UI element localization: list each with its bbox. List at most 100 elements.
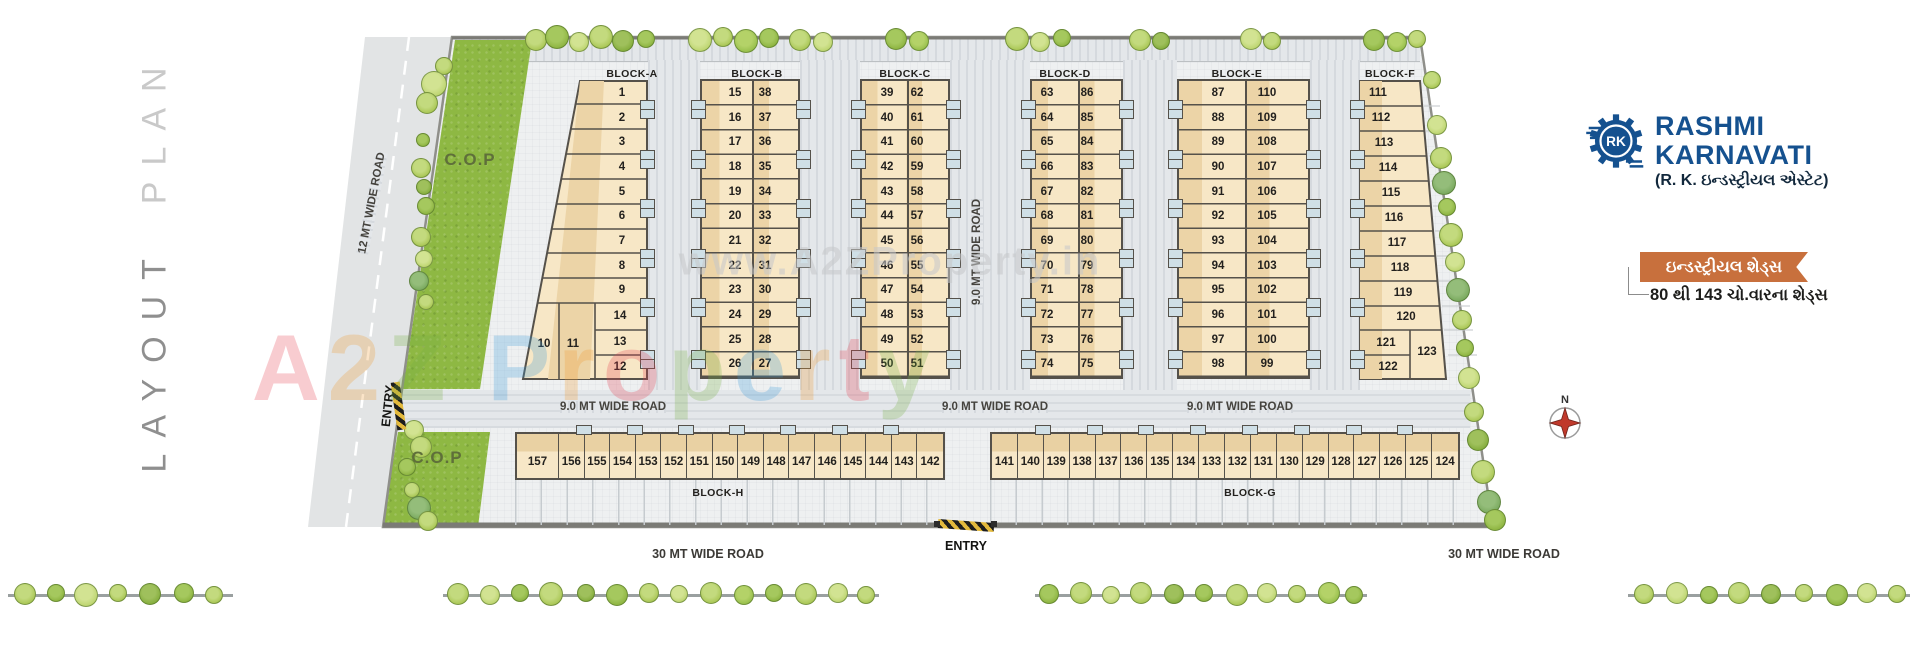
tree-icon bbox=[1164, 584, 1184, 604]
unit-number: 144 bbox=[868, 456, 889, 469]
unit-cell: 124 bbox=[1432, 434, 1459, 478]
block-column-divider bbox=[752, 81, 754, 377]
loading-dock-stub bbox=[1242, 425, 1258, 435]
loading-dock-stub bbox=[1350, 359, 1365, 369]
unit-number: 99 bbox=[1260, 358, 1274, 370]
unit-number: 33 bbox=[758, 210, 772, 222]
unit-number: 113 bbox=[1374, 137, 1394, 149]
tree-icon bbox=[1152, 32, 1170, 50]
unit-number: 129 bbox=[1305, 456, 1325, 469]
unit-number: 35 bbox=[758, 161, 772, 173]
tree-icon bbox=[734, 29, 758, 53]
tree-icon bbox=[416, 92, 438, 114]
tree-icon bbox=[1458, 367, 1480, 389]
unit-number: 86 bbox=[1080, 87, 1094, 99]
loading-dock-stub bbox=[640, 109, 655, 119]
loading-dock-stub bbox=[691, 258, 706, 268]
block-row-dividers bbox=[1179, 81, 1308, 377]
unit-number: 153 bbox=[638, 456, 658, 469]
block-row-dividers bbox=[702, 81, 798, 377]
tree-icon bbox=[416, 179, 432, 195]
unit-number: 76 bbox=[1080, 334, 1094, 346]
unit-number: 78 bbox=[1080, 284, 1094, 296]
tree-icon bbox=[765, 584, 783, 602]
tree-icon bbox=[577, 584, 595, 602]
unit-number: 60 bbox=[910, 136, 924, 148]
unit-number: 142 bbox=[920, 456, 940, 469]
unit-cell: 130 bbox=[1276, 434, 1303, 478]
unit-number: 100 bbox=[1257, 334, 1277, 346]
block-body bbox=[1030, 79, 1123, 379]
tree-icon bbox=[734, 585, 754, 605]
tree-icon bbox=[1005, 27, 1029, 51]
unit-number: 136 bbox=[1124, 456, 1144, 469]
unit-number: 66 bbox=[1040, 161, 1054, 173]
tree-icon bbox=[1226, 584, 1248, 606]
loading-dock-stub bbox=[831, 425, 848, 435]
unit-cell: 133 bbox=[1199, 434, 1226, 478]
north-label: N bbox=[1561, 394, 1569, 406]
lane-d-e bbox=[1123, 60, 1177, 390]
unit-cell: 137 bbox=[1095, 434, 1122, 478]
watermark-letter: t bbox=[838, 315, 878, 420]
loading-dock-stub bbox=[729, 425, 746, 435]
unit-number: 118 bbox=[1390, 262, 1410, 274]
loading-dock-stub bbox=[796, 258, 811, 268]
tree-icon bbox=[795, 583, 817, 605]
watermark-name: A2Z Property bbox=[252, 314, 938, 422]
unit-number: 115 bbox=[1381, 187, 1401, 199]
unit-number: 89 bbox=[1211, 136, 1225, 148]
unit-number: 148 bbox=[766, 456, 786, 469]
unit-number: 138 bbox=[1072, 456, 1092, 469]
unit-number: 72 bbox=[1040, 309, 1054, 321]
unit-number: 141 bbox=[994, 456, 1015, 469]
unit-number: 22 bbox=[728, 260, 742, 272]
watermark-letter: e bbox=[733, 315, 794, 420]
unit-number: 20 bbox=[728, 210, 742, 222]
unit-cell: 152 bbox=[661, 434, 687, 478]
tree-icon bbox=[1857, 583, 1877, 603]
unit-number: 56 bbox=[910, 235, 924, 247]
loading-dock-stub bbox=[1021, 359, 1036, 369]
tree-icon bbox=[418, 294, 434, 310]
tree-icon bbox=[637, 30, 655, 48]
unit-cell: 156 bbox=[559, 434, 585, 478]
loading-dock-stub bbox=[1086, 425, 1103, 435]
unit-number: 87 bbox=[1211, 87, 1225, 99]
unit-number: 12 bbox=[613, 361, 627, 373]
unit-cell: 150 bbox=[712, 434, 739, 478]
badge-connector-line bbox=[1628, 267, 1649, 295]
loading-dock-stub bbox=[851, 258, 866, 268]
compass-icon bbox=[1548, 406, 1582, 440]
loading-dock-stub bbox=[946, 307, 961, 317]
loading-dock-stub bbox=[1350, 208, 1365, 218]
unit-number: 122 bbox=[1378, 361, 1398, 373]
loading-dock-stub bbox=[691, 208, 706, 218]
watermark-letter: r bbox=[558, 315, 603, 420]
tree-icon bbox=[1030, 32, 1050, 52]
unit-number: 98 bbox=[1211, 358, 1225, 370]
block-label: BLOCK-C bbox=[879, 68, 931, 80]
loading-dock-stub bbox=[946, 109, 961, 119]
loading-dock-stub bbox=[1168, 208, 1183, 218]
unit-cell: 142 bbox=[917, 434, 943, 478]
block-column-divider bbox=[907, 81, 909, 377]
unit-number: 108 bbox=[1257, 136, 1277, 148]
page-title-word1: LAYOUT bbox=[135, 243, 174, 473]
loading-dock-stub bbox=[1306, 208, 1321, 218]
tree-icon bbox=[885, 28, 907, 50]
unit-cell: 131 bbox=[1250, 434, 1277, 478]
loading-dock-stub bbox=[626, 425, 643, 435]
tree-icon bbox=[1446, 278, 1470, 302]
brand-title-line1: RASHMI bbox=[1655, 111, 1765, 141]
tree-icon bbox=[47, 584, 65, 602]
loading-dock-stub bbox=[1306, 258, 1321, 268]
loading-dock-stub bbox=[1397, 425, 1414, 435]
loading-dock-stub bbox=[1021, 307, 1036, 317]
sheds-size-note: 80 થી 143 ચો.વારના શેડ્સ bbox=[1650, 286, 1828, 304]
unit-number: 85 bbox=[1080, 112, 1094, 124]
tree-icon bbox=[1257, 583, 1277, 603]
tree-icon bbox=[1288, 585, 1306, 603]
